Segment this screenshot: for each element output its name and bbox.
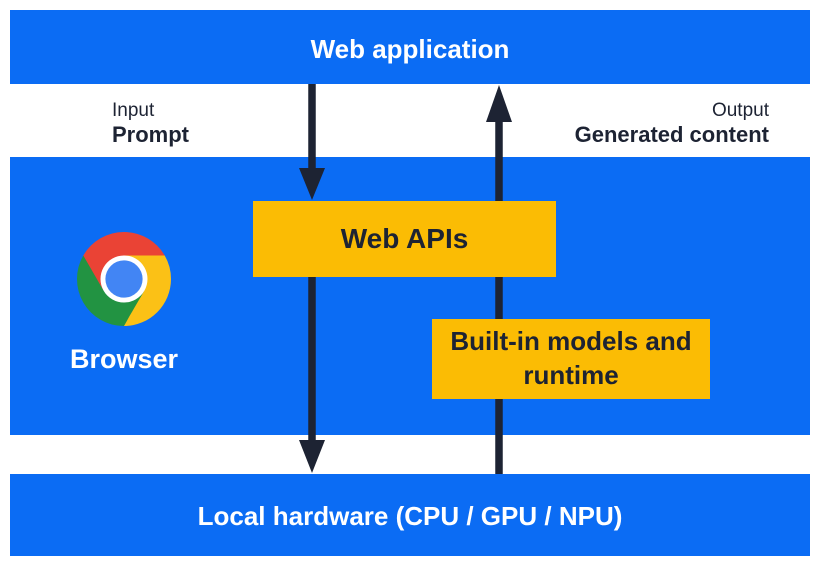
output-label-group: Output Generated content bbox=[575, 99, 769, 149]
local-hardware-title: Local hardware (CPU / GPU / NPU) bbox=[197, 501, 623, 531]
built-in-models-box: Built-in models and runtime bbox=[432, 319, 710, 399]
browser-label: Browser bbox=[69, 344, 179, 374]
web-application-title: Web application bbox=[310, 34, 510, 64]
input-caption: Input bbox=[112, 100, 155, 121]
local-hardware-bar: Local hardware (CPU / GPU / NPU) bbox=[10, 474, 810, 556]
web-apis-box: Web APIs bbox=[253, 201, 556, 277]
built-in-models-label: Built-in models and runtime bbox=[450, 326, 692, 390]
web-apis-down-arrow bbox=[299, 277, 325, 473]
input-label-group: Input Prompt bbox=[112, 99, 189, 149]
generated-content-up-arrow bbox=[486, 85, 512, 474]
output-value: Generated content bbox=[574, 122, 769, 148]
chrome-logo-icon bbox=[77, 232, 171, 326]
web-application-bar: Web application bbox=[10, 10, 810, 84]
input-value: Prompt bbox=[112, 122, 189, 148]
web-apis-label: Web APIs bbox=[340, 223, 469, 254]
output-caption: Output bbox=[711, 100, 769, 121]
prompt-down-arrow bbox=[299, 84, 325, 200]
